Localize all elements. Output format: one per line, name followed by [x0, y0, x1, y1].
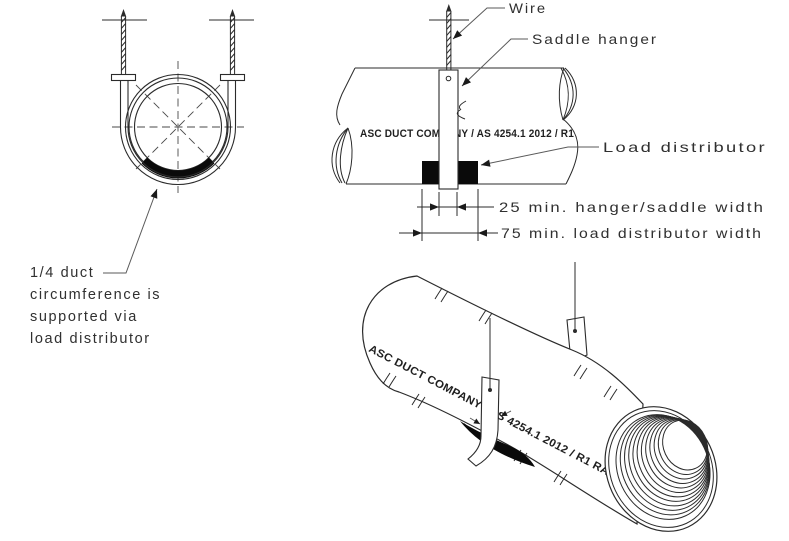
load-distributor-label: Load distributor — [603, 139, 767, 155]
note-line-3: supported via — [30, 309, 138, 325]
strap-width-arrow-left — [469, 417, 481, 425]
duct-cross-section-view: 1/4 duct circumference is supported via … — [30, 9, 254, 347]
note-line-1: 1/4 duct — [30, 265, 94, 281]
duct-side-view: ASC DUCT COMPANY / AS 4254.1 2012 / R1 — [331, 0, 767, 241]
saddle-hanger-leader-line — [461, 38, 528, 87]
flexible-duct-isometric-view: ASC DUCT COMPANY / AS 4254.1 2012 / R1 R… — [361, 262, 718, 532]
load-distributor-leader-line — [480, 146, 599, 167]
strap-fold-tab-right — [219, 73, 246, 82]
note-leader-line — [103, 188, 158, 274]
wire-label: Wire — [509, 0, 547, 16]
duct-outer-wall — [124, 73, 232, 181]
dimension-label-75: 75 min. load distributor width — [501, 225, 763, 241]
load-distributor-arc — [141, 157, 215, 179]
saddle-hanger-label: Saddle hanger — [532, 31, 658, 47]
rear-hanger-wire — [573, 262, 577, 333]
wire-leader-line — [452, 7, 505, 40]
front-hanger-wire — [488, 318, 492, 392]
front-saddle-hanger — [467, 376, 500, 467]
strap-fold-tab-left — [110, 73, 137, 82]
hanger-wire-side — [429, 4, 469, 70]
dimension-label-25: 25 min. hanger/saddle width — [499, 199, 765, 215]
load-distributor-band-isometric — [460, 421, 535, 467]
saddle-hanger-strap — [438, 69, 459, 190]
duct-left-break — [331, 67, 356, 185]
centerline-diagonal-1 — [135, 84, 221, 170]
strap-break-mark — [456, 100, 467, 120]
hanger-wire-right — [209, 9, 254, 82]
duct-inner-wall — [133, 82, 223, 172]
note-line-2: circumference is — [30, 287, 161, 303]
duct-end-coil — [604, 406, 718, 532]
hanger-wire-left — [102, 9, 147, 82]
strap-width-arrow-right — [500, 410, 512, 417]
circumference-note: 1/4 duct circumference is supported via … — [30, 265, 161, 347]
note-line-4: load distributor — [30, 331, 151, 347]
duct-body — [361, 275, 644, 526]
saddle-strap — [119, 79, 237, 185]
strap-wire-hole — [445, 75, 452, 82]
duct-right-break — [558, 67, 579, 185]
spiral-seam-ticks — [382, 287, 618, 486]
duct-marking-side: ASC DUCT COMPANY / AS 4254.1 2012 / R1 — [360, 128, 574, 140]
centerline-diagonal-2 — [135, 84, 221, 170]
